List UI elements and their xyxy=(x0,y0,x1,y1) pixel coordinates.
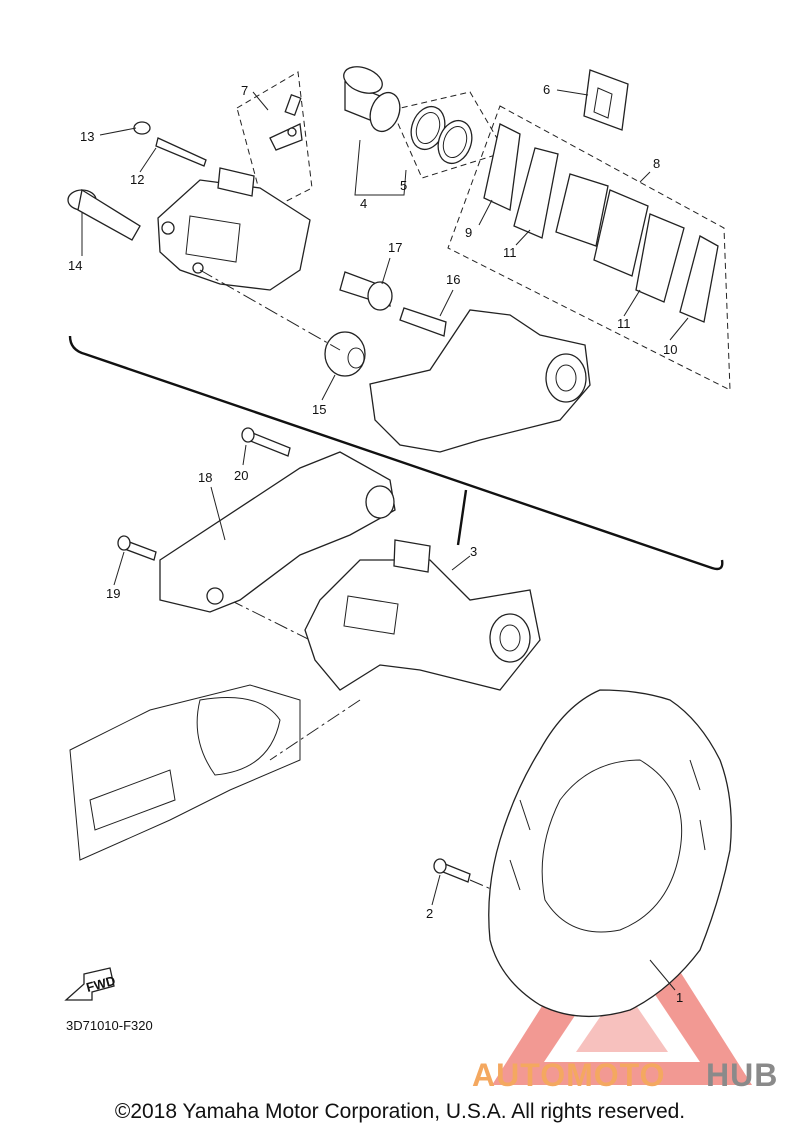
part-label-17: 17 xyxy=(388,240,402,255)
piston xyxy=(343,66,401,133)
part-label-2: 2 xyxy=(426,906,433,921)
fwd-arrow-icon: FWD xyxy=(64,967,117,1001)
part-label-15: 15 xyxy=(312,402,326,417)
slide-pin xyxy=(67,188,141,241)
pad-spring xyxy=(583,69,629,131)
part-label-1: 1 xyxy=(676,990,683,1005)
part-label-5: 5 xyxy=(400,178,407,193)
part-label-11b: 11 xyxy=(617,316,631,331)
part-label-13: 13 xyxy=(80,129,94,144)
watermark-text-gray: HUB xyxy=(706,1057,778,1093)
part-label-19: 19 xyxy=(106,586,120,601)
part-label-3: 3 xyxy=(470,544,477,559)
caliper-bracket-upper xyxy=(369,309,591,453)
caliper-guard xyxy=(159,451,396,613)
part-label-18: 18 xyxy=(198,470,212,485)
assembly-bracket xyxy=(68,335,724,571)
part-label-20: 20 xyxy=(234,468,248,483)
part-label-14: 14 xyxy=(68,258,82,273)
copyright-notice: ©2018 Yamaha Motor Corporation, U.S.A. A… xyxy=(114,1100,686,1123)
caliper-body-upper xyxy=(157,167,311,291)
drawing-code: 3D71010-F320 xyxy=(66,1018,153,1033)
swingarm xyxy=(69,684,301,861)
part-label-16: 16 xyxy=(446,272,460,287)
watermark-text-orange: AUTOMOTO xyxy=(472,1057,665,1093)
part-label-8: 8 xyxy=(653,156,660,171)
part-label-10: 10 xyxy=(663,342,677,357)
part-label-4: 4 xyxy=(360,196,367,211)
part-label-12: 12 xyxy=(130,172,144,187)
part-label-9: 9 xyxy=(465,225,472,240)
part-label-11a: 11 xyxy=(503,245,517,260)
part-label-6: 6 xyxy=(543,82,550,97)
brake-disc xyxy=(488,689,732,1018)
bleed-screw xyxy=(269,93,303,151)
fwd-label: FWD xyxy=(84,973,116,995)
part-label-7: 7 xyxy=(241,83,248,98)
caliper-assembly xyxy=(304,539,541,691)
